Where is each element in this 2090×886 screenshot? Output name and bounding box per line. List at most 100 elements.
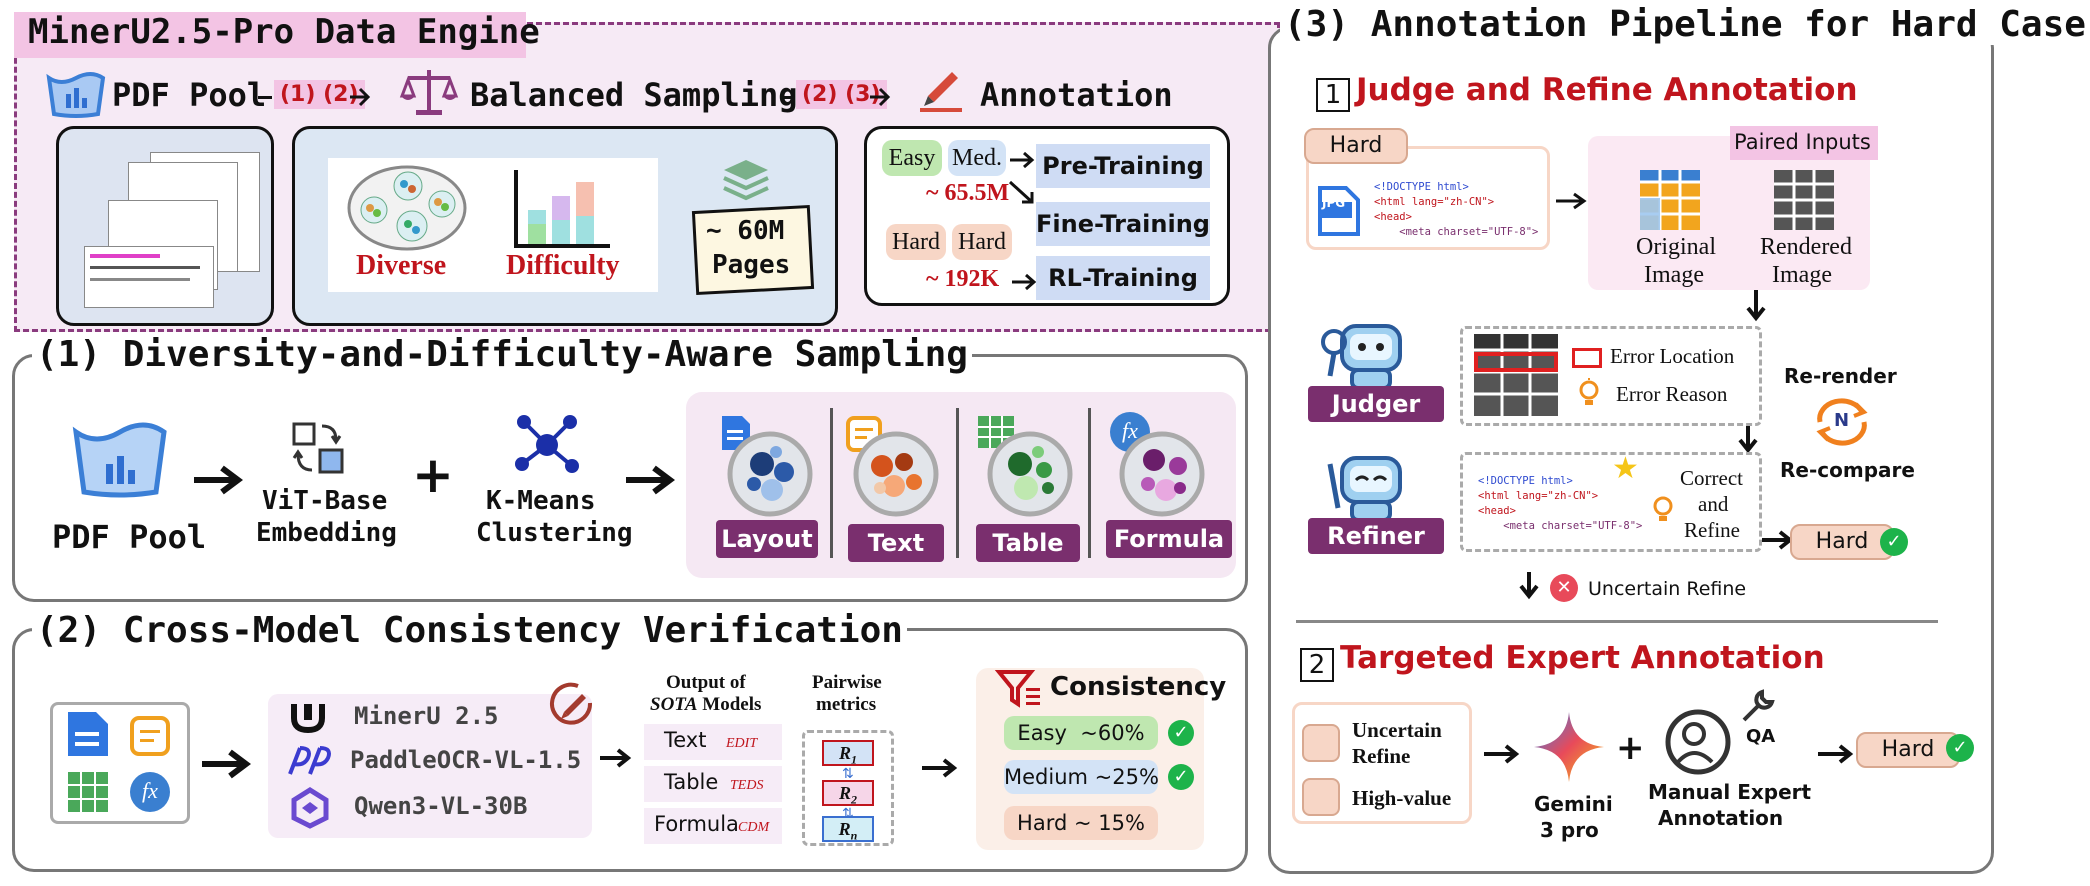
- step-divider: [1296, 620, 1938, 623]
- models-word: Models: [697, 694, 762, 715]
- consistency-title: Consistency: [1050, 672, 1227, 702]
- code2-line-1: <!DOCTYPE html>: [1478, 475, 1573, 487]
- uncertain-line2: Refine: [1352, 744, 1411, 768]
- expert-person-icon: [1665, 709, 1731, 775]
- arrow-easy-stage: [1010, 151, 1035, 169]
- step2-title: Targeted Expert Annotation: [1340, 640, 1825, 676]
- cluster-text-tag: Text: [848, 524, 944, 562]
- original-line2: Image: [1644, 262, 1704, 288]
- wrench-icon: [1742, 689, 1775, 722]
- diverse-cluster-icon: [347, 165, 467, 251]
- formula-cluster-icon: [1119, 431, 1205, 517]
- balanced-sampling-label: Balanced Sampling: [470, 76, 798, 114]
- cluster-layout-tag: Layout: [716, 520, 818, 558]
- uncertain-line1: Uncertain: [1352, 718, 1442, 742]
- paddle-logo-icon: [288, 746, 331, 775]
- step1-title: Judge and Refine Annotation: [1356, 72, 1858, 108]
- rn-box: Rn: [822, 816, 874, 843]
- section2-title: (2) Cross-Model Consistency Verification: [32, 610, 907, 651]
- code-line-4: <meta charset="UTF-8">: [1374, 226, 1539, 238]
- sota-word: SOTA: [650, 694, 698, 715]
- count-easy: ~ 65.5M: [926, 180, 1010, 206]
- pdf-page-4-line3: [90, 278, 190, 281]
- output-text-metric: EDIT: [726, 736, 758, 751]
- r1-box: R1: [822, 740, 874, 767]
- text-type-icon: [130, 716, 170, 756]
- table-type-icon: [68, 772, 108, 812]
- code-snippet-2: <!DOCTYPE html> <html lang="zh-CN"> <hea…: [1478, 474, 1648, 538]
- judger-tag: Judger: [1308, 386, 1444, 422]
- arrow1-line: [258, 96, 272, 99]
- code-line-3: <head>: [1374, 211, 1412, 223]
- consistency-hard: Hard ~ 15%: [1004, 806, 1158, 840]
- step2-number: 2: [1300, 648, 1334, 682]
- kmeans-line1: K-Means: [486, 486, 596, 516]
- output-text-row: [644, 724, 782, 760]
- hard-final-check-icon: ✓: [1946, 734, 1974, 762]
- output-header-line2: SOTA Models: [650, 694, 761, 716]
- arrow-hard-stage: [1012, 273, 1037, 291]
- pages-line1: ~ 60M: [706, 216, 785, 246]
- plus-sign-2: +: [1616, 728, 1645, 768]
- arrow2-label: (2) (3): [796, 80, 887, 109]
- output-header-line1: Output of: [666, 672, 746, 693]
- arrow-inputs-to-models: [202, 749, 251, 779]
- code2-line-2: <html lang="zh-CN">: [1478, 490, 1599, 502]
- pre-training-stage: Pre-Training: [1036, 144, 1210, 188]
- arrow-judge-to-refine: [1738, 426, 1758, 454]
- cluster-table-tag: Table: [976, 524, 1080, 562]
- difficulty-label: Difficulty: [506, 250, 620, 281]
- model-paddleocr: PaddleOCR-VL-1.5: [350, 746, 582, 774]
- medium-check-icon: ✓: [1168, 764, 1194, 790]
- consistency-easy: Easy ~60%: [1004, 716, 1158, 750]
- arrow-models-to-outputs: [600, 748, 632, 768]
- refine-bulb-icon: [1653, 496, 1673, 521]
- consistency-medium: Medium ~25%: [1004, 760, 1159, 794]
- arrow1-head: [350, 87, 371, 107]
- r2-letter: R: [838, 783, 851, 803]
- high-value-label: High-value: [1352, 786, 1452, 810]
- vit-line2: Embedding: [256, 518, 397, 548]
- step1-number: 1: [1316, 78, 1350, 112]
- edit-circle-icon: [550, 682, 593, 725]
- text-cluster-icon: [853, 431, 939, 517]
- med-tag: Med.: [948, 140, 1006, 176]
- fine-training-stage: Fine-Training: [1036, 202, 1210, 246]
- arrow-expert-to-gemini: [1484, 744, 1520, 764]
- jpg-label: JPG: [1322, 196, 1346, 210]
- pdf-page-4-line1: [90, 254, 160, 258]
- cluster-divider-2: [956, 408, 959, 558]
- manual-line1: Manual Expert: [1648, 780, 1812, 804]
- doc-type-icon: [68, 712, 108, 756]
- mineru-logo-icon: [291, 704, 325, 734]
- rendered-line2: Image: [1772, 262, 1832, 288]
- uncertain-x-icon: ✕: [1550, 574, 1578, 602]
- diverse-label: Diverse: [356, 250, 447, 281]
- star-icon: ★: [1612, 451, 1639, 486]
- refine-box: [1460, 452, 1762, 552]
- r2-sub: 2: [851, 792, 857, 807]
- cluster-formula-tag: Formula: [1106, 520, 1232, 558]
- layout-cluster-icon: [727, 431, 813, 517]
- r2-box: R2: [822, 780, 874, 807]
- pages-line2: Pages: [712, 250, 791, 280]
- rl-training-stage: RL-Training: [1036, 256, 1210, 300]
- easy-check-icon: ✓: [1168, 720, 1194, 746]
- section1-pdf-pool-icon: [72, 422, 167, 498]
- hard-input-tag: Hard: [1304, 128, 1408, 164]
- judge-table-icon: [1474, 334, 1558, 416]
- original-line1: Original: [1636, 234, 1716, 260]
- correct-line2: and: [1698, 492, 1729, 516]
- pdf-pool-icon: [46, 72, 106, 118]
- r1-letter: R: [838, 743, 851, 763]
- data-engine-title: [14, 12, 526, 58]
- data-engine-title-text: MinerU2.5-Pro Data Engine: [28, 12, 540, 52]
- cluster-divider-1: [830, 408, 833, 558]
- output-table-metric: TEDS: [730, 778, 764, 793]
- annotation-pen-icon: [920, 72, 962, 112]
- hard-tag-2: Hard: [952, 224, 1012, 260]
- plus-sign: +: [412, 446, 454, 504]
- difficulty-bars-icon: [514, 170, 610, 248]
- hard-result-tag: Hard: [1790, 524, 1894, 560]
- arrow-paired-to-judge: [1746, 290, 1766, 322]
